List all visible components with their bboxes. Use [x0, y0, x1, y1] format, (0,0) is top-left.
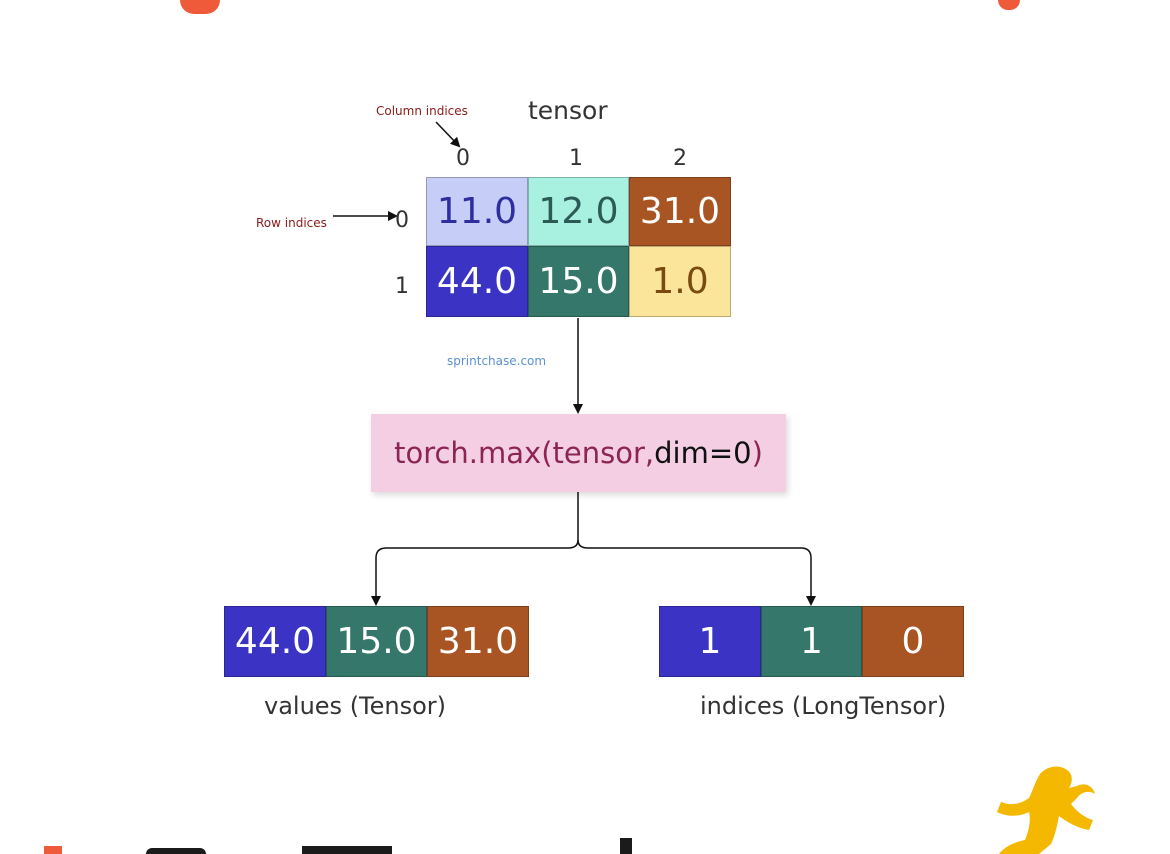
column-indices-label: Column indices [376, 104, 468, 118]
watermark-text: sprintchase.com [447, 354, 547, 368]
column-header-1: 1 [569, 146, 583, 171]
indices-cell-2: 0 [862, 606, 964, 677]
bottom-decor-shape-4 [620, 838, 632, 854]
tensor-cell-r1-c1: 15.0 [528, 246, 629, 317]
indices-cell-1: 1 [761, 606, 862, 677]
tensor-cell-r0-c0: 11.0 [426, 177, 528, 246]
top-decor-right [998, 0, 1020, 10]
row-header-1: 1 [395, 274, 409, 299]
function-call-suffix: ) [751, 436, 763, 470]
values-caption: values (Tensor) [264, 692, 447, 720]
tensor-title: tensor [528, 96, 608, 125]
row-indices-label: Row indices [256, 216, 327, 230]
function-call-prefix: torch.max(tensor, [394, 436, 655, 470]
mascot-logo-icon [997, 766, 1095, 854]
column-header-0: 0 [456, 146, 470, 171]
tensor-cell-r0-c2: 31.0 [629, 177, 731, 246]
bottom-decor-shape-1 [44, 846, 62, 854]
indices-caption: indices (LongTensor) [700, 692, 947, 720]
values-cell-0: 44.0 [224, 606, 326, 677]
top-decor-left [180, 0, 220, 14]
tensor-cell-r1-c0: 44.0 [426, 246, 528, 317]
split-brace [371, 539, 579, 606]
function-call-arg: dim=0 [654, 436, 752, 470]
split-brace-right [577, 539, 816, 606]
bottom-decor-shape-2 [146, 848, 206, 854]
indices-cell-0: 1 [659, 606, 761, 677]
values-cell-2: 31.0 [427, 606, 529, 677]
tensor-cell-r0-c1: 12.0 [528, 177, 629, 246]
bottom-decor-shape-3 [302, 846, 392, 854]
values-cell-1: 15.0 [326, 606, 427, 677]
tensor-cell-r1-c2: 1.0 [629, 246, 731, 317]
function-call-box: torch.max(tensor, dim=0) [371, 414, 786, 492]
column-indices-arrow [435, 121, 461, 148]
column-header-2: 2 [673, 146, 687, 171]
row-header-0: 0 [395, 208, 409, 233]
